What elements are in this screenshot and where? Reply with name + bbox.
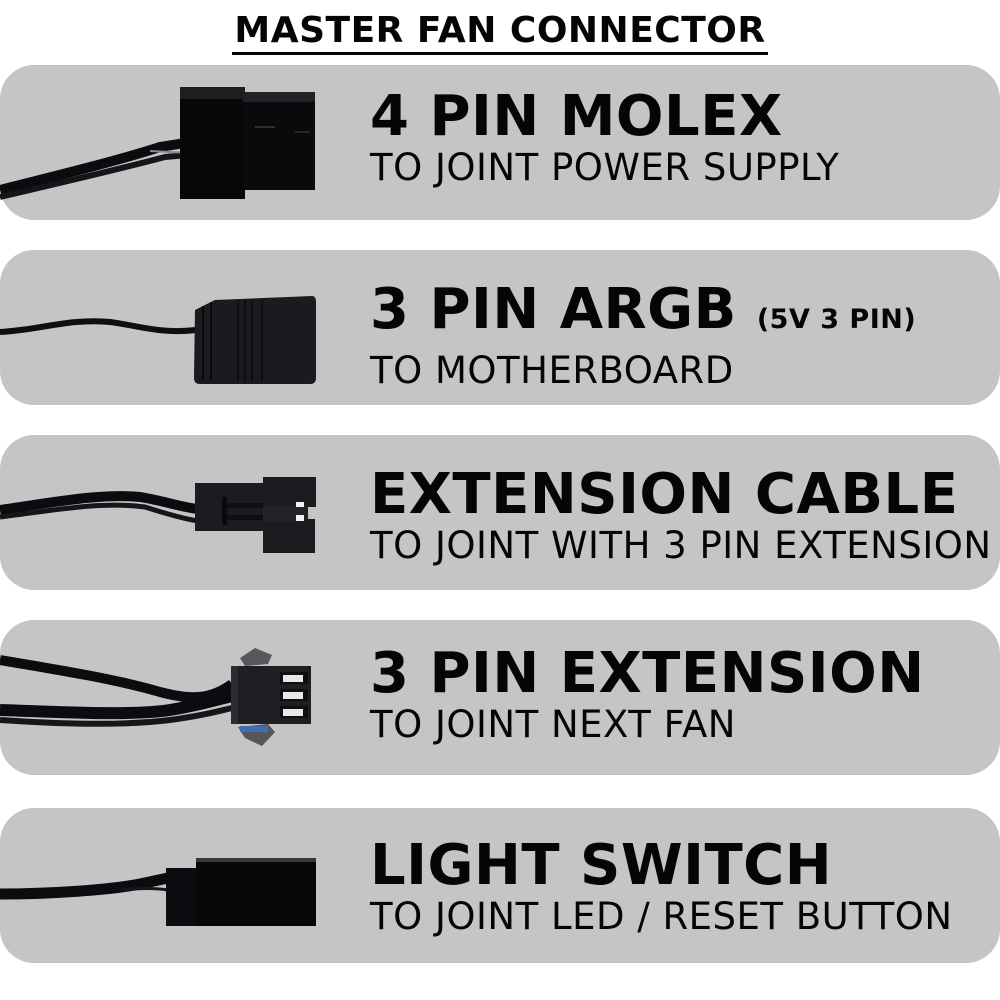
connector-text: 4 PIN MOLEX TO JOINT POWER SUPPLY <box>370 87 839 189</box>
connector-panel-extension-cable: EXTENSION CABLE TO JOINT WITH 3 PIN EXTE… <box>0 435 1000 590</box>
connector-description: TO JOINT NEXT FAN <box>370 703 736 746</box>
connector-description: TO JOINT WITH 3 PIN EXTENSION <box>370 524 992 567</box>
connector-name: 3 PIN EXTENSION <box>370 641 925 706</box>
connector-panel-light-switch: LIGHT SWITCH TO JOINT LED / RESET BUTTON <box>0 808 1000 963</box>
connector-description: TO JOINT POWER SUPPLY <box>370 146 840 189</box>
connector-name-line: 3 PIN ARGB (5V 3 PIN) <box>370 280 916 350</box>
connector-name: LIGHT SWITCH <box>370 833 833 898</box>
light-switch-connector-icon <box>0 858 316 926</box>
connector-text: 3 PIN ARGB (5V 3 PIN) TO MOTHERBOARD <box>370 280 916 392</box>
connector-note: (5V 3 PIN) <box>756 304 917 335</box>
molex-4pin-connector-icon <box>0 87 315 200</box>
connector-text: LIGHT SWITCH TO JOINT LED / RESET BUTTON <box>370 836 953 938</box>
connector-name: 4 PIN MOLEX <box>370 84 783 149</box>
connector-panel-molex: 4 PIN MOLEX TO JOINT POWER SUPPLY <box>0 65 1000 220</box>
connector-name: EXTENSION CABLE <box>370 462 959 527</box>
connector-name: 3 PIN ARGB <box>370 277 737 342</box>
argb-3pin-connector-icon <box>0 296 316 384</box>
connector-text: 3 PIN EXTENSION TO JOINT NEXT FAN <box>370 644 925 746</box>
extension-cable-connector-icon <box>0 477 316 553</box>
connector-description: TO MOTHERBOARD <box>370 349 734 392</box>
connector-panel-argb: 3 PIN ARGB (5V 3 PIN) TO MOTHERBOARD <box>0 250 1000 405</box>
page-title: MASTER FAN CONNECTOR <box>232 10 768 55</box>
connector-panel-3pin-extension: 3 PIN EXTENSION TO JOINT NEXT FAN <box>0 620 1000 775</box>
3pin-extension-connector-icon <box>0 648 311 746</box>
page-title-wrap: MASTER FAN CONNECTOR <box>0 10 1000 55</box>
connector-description: TO JOINT LED / RESET BUTTON <box>370 895 953 938</box>
connector-text: EXTENSION CABLE TO JOINT WITH 3 PIN EXTE… <box>370 465 992 567</box>
